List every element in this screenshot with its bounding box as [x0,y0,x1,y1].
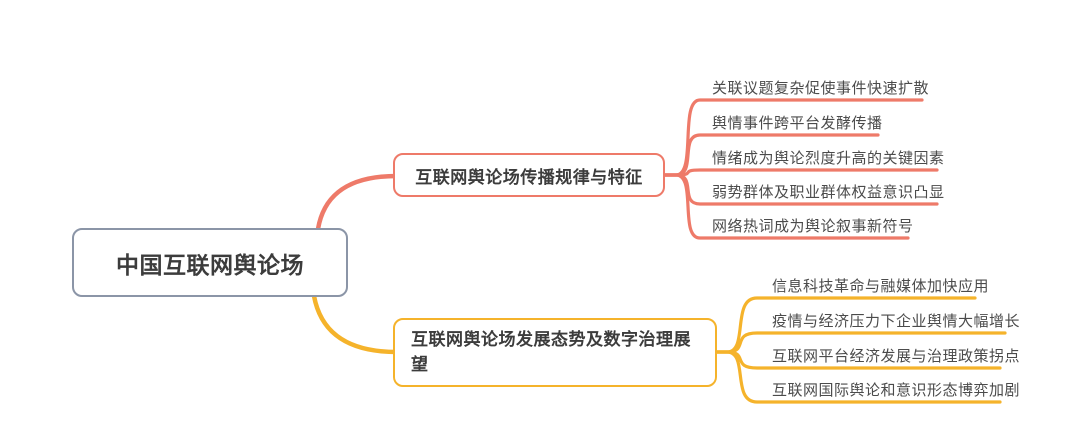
branch-node-label: 互联网舆论场发展态势及数字治理展望 [411,329,691,375]
branch2-leaf4-connector [713,350,1002,404]
leaf-node[interactable]: 互联网平台经济发展与治理政策拐点 [772,347,1021,365]
branch1-leaf3-connector [662,168,939,177]
root-node-label: 中国互联网舆论场 [116,252,304,279]
leaf-node[interactable]: 网络热词成为舆论叙事新符号 [712,217,914,235]
leaf-node[interactable]: 关联议题复杂促使事件快速扩散 [712,79,930,97]
root-to-branch2-connector [311,293,400,355]
leaf-node[interactable]: 情绪成为舆论烈度升高的关键因素 [712,149,945,167]
root-node[interactable]: 中国互联网舆论场 [72,228,348,297]
branch-node-label: 互联网舆论场传播规律与特征 [415,167,643,188]
branch-node-spread-rules[interactable]: 互联网舆论场传播规律与特征 [393,153,665,197]
root-to-branch1-connector [315,173,400,232]
leaf-node[interactable]: 疫情与经济压力下企业舆情大幅增长 [772,312,1021,330]
leaf-node[interactable]: 互联网国际舆论和意识形态博弈加剧 [772,381,1021,399]
branch1-leaf5-connector [662,173,910,240]
branch-node-development-trend[interactable]: 互联网舆论场发展态势及数字治理展望 [393,318,717,387]
leaf-node[interactable]: 弱势群体及职业群体权益意识凸显 [712,183,945,201]
leaf-node[interactable]: 信息科技革命与融媒体加快应用 [772,277,990,295]
leaf-node[interactable]: 舆情事件跨平台发酵传播 [712,114,883,132]
